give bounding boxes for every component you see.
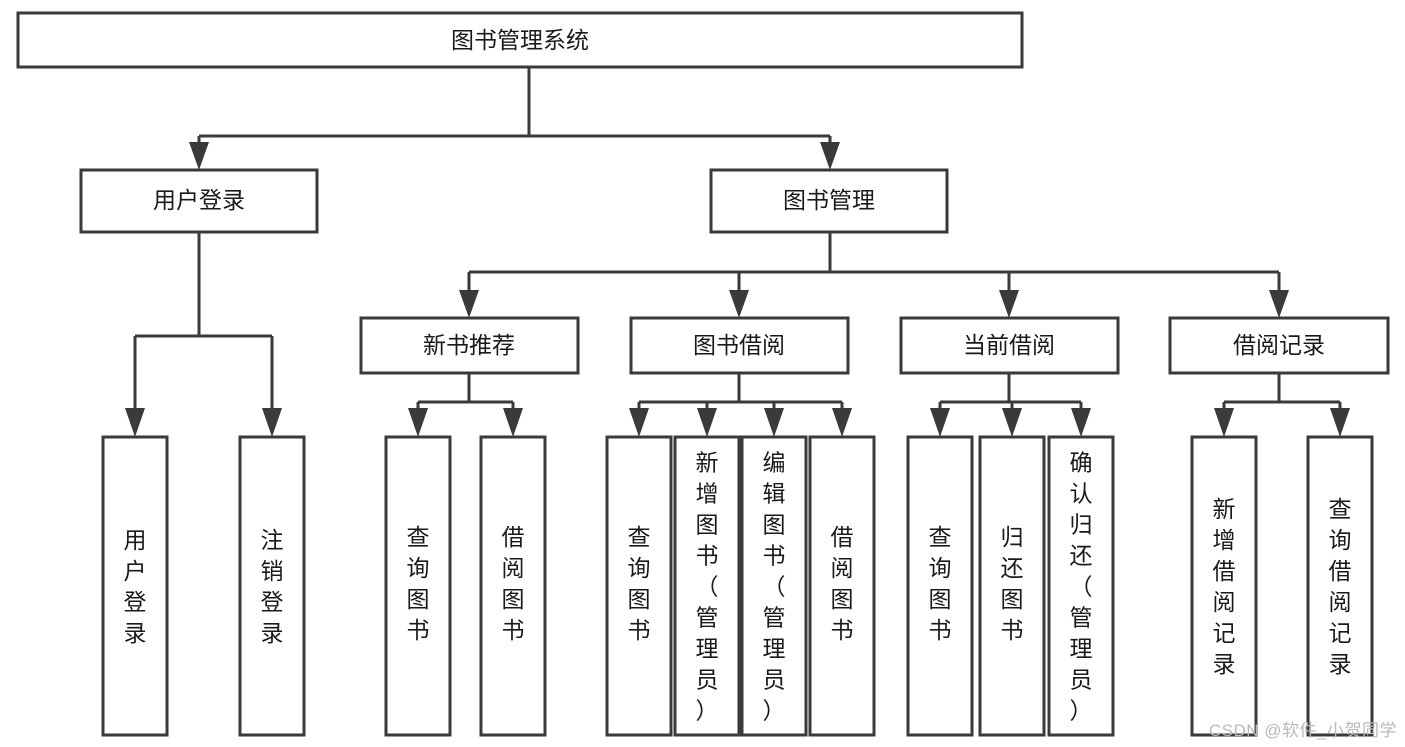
- node-borrow-book-2[interactable]: 借阅图书: [808, 435, 876, 737]
- arrowhead-query-book-2: [629, 408, 649, 437]
- node-return-book-label: 归还图书: [1001, 524, 1024, 643]
- node-edit-book-admin-box[interactable]: [740, 435, 808, 737]
- node-user-login-do[interactable]: 用户登录: [101, 435, 169, 737]
- arrowhead-query-book-3: [930, 408, 950, 437]
- node-borrow-record[interactable]: 借阅记录: [1168, 316, 1390, 375]
- node-query-book-2[interactable]: 查询图书: [605, 435, 673, 737]
- node-add-book-admin-box[interactable]: [673, 435, 741, 737]
- node-edit-book-admin[interactable]: 编辑图书（管理员）: [740, 435, 808, 737]
- node-current-borrow-label: 当前借阅: [963, 332, 1055, 358]
- node-confirm-return-admin-label: 确认归还（管理员）: [1070, 450, 1093, 724]
- arrowhead-borrow-book-2: [832, 408, 852, 437]
- node-query-book-3[interactable]: 查询图书: [906, 435, 974, 737]
- connector-group-current-borrow: [930, 373, 1091, 437]
- arrowhead-edit-book-admin: [764, 408, 784, 437]
- node-book-borrow-label: 图书借阅: [693, 332, 785, 358]
- node-return-book[interactable]: 归还图书: [978, 435, 1046, 737]
- arrowhead-current-borrow: [999, 290, 1019, 318]
- arrowhead-borrow-record: [1269, 290, 1289, 318]
- node-current-borrow-box[interactable]: [899, 316, 1120, 375]
- node-confirm-return-admin-box[interactable]: [1047, 435, 1115, 737]
- node-current-borrow[interactable]: 当前借阅: [899, 316, 1120, 375]
- node-borrow-book-2-label: 借阅图书: [831, 524, 854, 643]
- arrowhead-return-book: [1002, 408, 1022, 437]
- node-borrow-record-label: 借阅记录: [1233, 332, 1325, 358]
- node-confirm-return-admin[interactable]: 确认归还（管理员）: [1047, 435, 1115, 737]
- arrowhead-query-borrow-record: [1330, 408, 1350, 437]
- arrowhead-confirm-return-admin: [1071, 408, 1091, 437]
- node-query-book-2-box[interactable]: [605, 435, 673, 737]
- node-user-login-do-box[interactable]: [101, 435, 169, 737]
- node-query-borrow-record-box[interactable]: [1306, 435, 1374, 737]
- node-borrow-book-2-box[interactable]: [808, 435, 876, 737]
- arrowhead-user-logout: [262, 408, 282, 437]
- node-user-login[interactable]: 用户登录: [79, 168, 319, 234]
- node-query-borrow-record[interactable]: 查询借阅记录: [1306, 435, 1374, 737]
- node-user-login-label: 用户登录: [153, 187, 245, 213]
- node-borrow-book-1[interactable]: 借阅图书: [479, 435, 547, 737]
- arrowhead-book-borrow: [729, 290, 749, 318]
- node-add-book-admin-label: 新增图书（管理员）: [696, 450, 719, 724]
- node-user-logout[interactable]: 注销登录: [238, 435, 306, 737]
- node-new-book-recommend-label: 新书推荐: [423, 332, 515, 358]
- node-add-borrow-record[interactable]: 新增借阅记录: [1190, 435, 1258, 737]
- arrowhead-book-manage: [820, 142, 840, 170]
- node-borrow-record-box[interactable]: [1168, 316, 1390, 375]
- node-book-borrow[interactable]: 图书借阅: [629, 316, 850, 375]
- arrowhead-borrow-book-1: [503, 408, 523, 437]
- arrowhead-new-book-recommend: [459, 290, 479, 318]
- node-query-book-2-label: 查询图书: [628, 524, 651, 643]
- node-query-book-3-box[interactable]: [906, 435, 974, 737]
- arrowhead-user-login-do: [125, 408, 145, 437]
- node-edit-book-admin-label: 编辑图书（管理员）: [763, 450, 786, 724]
- node-new-book-recommend-box[interactable]: [359, 316, 580, 375]
- node-borrow-book-1-box[interactable]: [479, 435, 547, 737]
- connector-group-book-borrow: [629, 373, 852, 437]
- connector-group-user-login: [125, 232, 282, 437]
- node-book-manage[interactable]: 图书管理: [709, 168, 949, 234]
- arrowhead-add-book-admin: [697, 408, 717, 437]
- connector-group-new-book-recommend: [408, 373, 523, 437]
- node-root-label: 图书管理系统: [451, 27, 589, 53]
- node-add-book-admin[interactable]: 新增图书（管理员）: [673, 435, 741, 737]
- node-user-logout-box[interactable]: [238, 435, 306, 737]
- arrowhead-query-book-1: [408, 408, 428, 437]
- node-query-book-1-box[interactable]: [384, 435, 452, 737]
- node-user-logout-label: 注销登录: [261, 527, 284, 646]
- node-return-book-box[interactable]: [978, 435, 1046, 737]
- node-book-manage-box[interactable]: [709, 168, 949, 234]
- node-book-manage-label: 图书管理: [783, 187, 875, 213]
- node-query-book-3-label: 查询图书: [929, 524, 952, 643]
- connector-group-book-manage: [459, 232, 1289, 318]
- node-book-borrow-box[interactable]: [629, 316, 850, 375]
- node-query-book-1[interactable]: 查询图书: [384, 435, 452, 737]
- node-add-borrow-record-label: 新增借阅记录: [1213, 496, 1236, 677]
- arrowhead-user-login: [189, 142, 209, 170]
- node-add-borrow-record-box[interactable]: [1190, 435, 1258, 737]
- node-user-login-do-label: 用户登录: [124, 527, 147, 646]
- node-borrow-book-1-label: 借阅图书: [502, 524, 525, 643]
- node-root[interactable]: 图书管理系统: [16, 11, 1024, 69]
- node-new-book-recommend[interactable]: 新书推荐: [359, 316, 580, 375]
- connector-group-borrow-record: [1214, 373, 1350, 437]
- node-query-borrow-record-label: 查询借阅记录: [1329, 496, 1352, 677]
- arrowhead-add-borrow-record: [1214, 408, 1234, 437]
- connector-group-root: [189, 67, 840, 170]
- node-user-login-box[interactable]: [79, 168, 319, 234]
- node-query-book-1-label: 查询图书: [407, 524, 430, 643]
- node-root-box[interactable]: [16, 11, 1024, 69]
